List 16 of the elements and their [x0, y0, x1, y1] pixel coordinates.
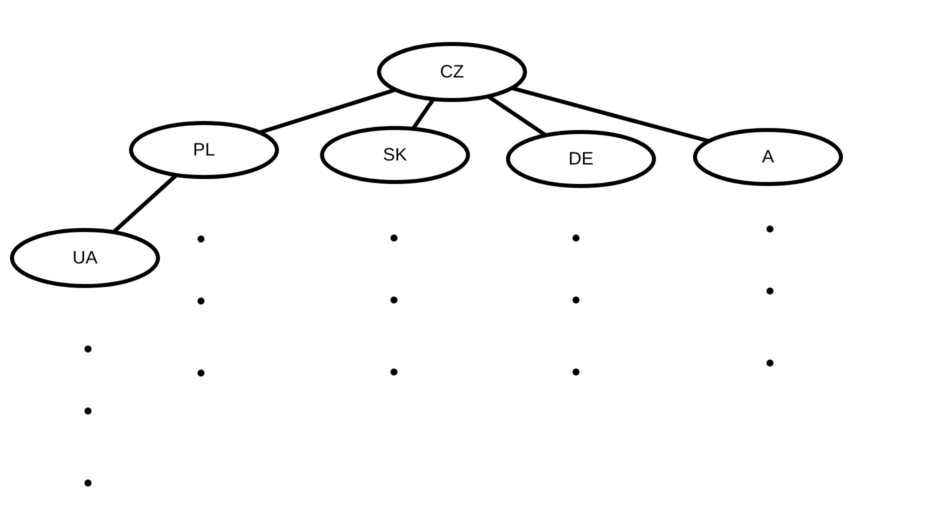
ellipse-node: [377, 42, 527, 102]
connector-line: [259, 88, 396, 134]
node-label: SK: [383, 144, 407, 166]
connector-line: [511, 86, 710, 144]
node-label: CZ: [440, 62, 464, 82]
node-label: A: [762, 146, 774, 168]
ellipse-node: [129, 121, 279, 179]
ellipse-node: [320, 126, 470, 184]
ellipse-node: [506, 130, 656, 188]
connector-line: [486, 94, 548, 137]
node-label: PL: [192, 140, 216, 160]
ellipse-node: [693, 128, 843, 186]
ellipse-node: [10, 228, 160, 288]
node-label: DE: [568, 148, 594, 170]
connector-line: [112, 174, 178, 234]
node-label: UA: [72, 248, 98, 268]
